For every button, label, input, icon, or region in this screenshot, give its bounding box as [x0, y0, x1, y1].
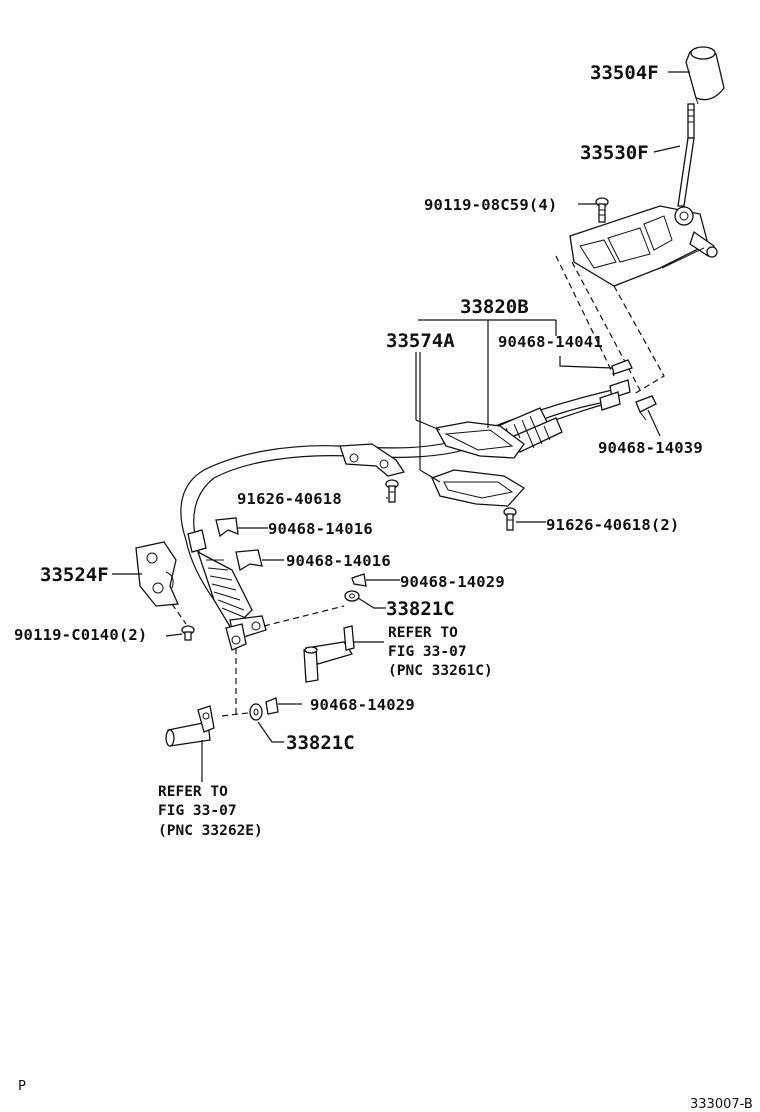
label-refer-upper-line3: (PNC 33261C) — [388, 663, 493, 679]
label-90119-c0140: 90119-C0140(2) — [14, 626, 147, 644]
retainer-14029-upper-drawing — [351, 573, 367, 587]
corner-mark: P — [18, 1079, 26, 1094]
label-90468-14016-a: 90468-14016 — [268, 520, 373, 538]
label-33524f: 33524F — [40, 564, 109, 586]
label-refer-lower-line2: FIG 33-07 — [158, 803, 237, 819]
retainer-14041-drawing — [611, 359, 633, 375]
bolt-91626-40618-drawing — [385, 479, 399, 503]
label-91626-40618-2: 91626-40618(2) — [546, 516, 679, 534]
leader-lines — [112, 71, 690, 782]
cable-bracket-drawing — [431, 421, 526, 507]
label-90468-14029-a: 90468-14029 — [400, 573, 505, 591]
bolt-90119-08c59-drawing — [595, 197, 609, 223]
washer-33821c-upper-drawing — [344, 590, 360, 602]
transmission-control-cable-drawing — [180, 379, 631, 651]
label-refer-lower-line1: REFER TO — [158, 784, 228, 800]
label-refer-upper-line2: FIG 33-07 — [388, 644, 467, 660]
retainer-14039-drawing — [635, 395, 657, 421]
label-33821c-a: 33821C — [386, 598, 455, 620]
label-33504f: 33504F — [590, 62, 659, 84]
label-90468-14016-b: 90468-14016 — [286, 552, 391, 570]
label-91626-40618: 91626-40618 — [237, 490, 342, 508]
shift-lever-drawing — [677, 103, 695, 207]
label-33820b: 33820B — [460, 296, 529, 318]
transmission-shift-lever-drawing — [303, 625, 355, 683]
clip-14016-b-drawing — [235, 549, 263, 572]
label-90468-14039: 90468-14039 — [598, 439, 703, 457]
label-33574a: 33574A — [386, 330, 455, 352]
shift-knob-drawing — [685, 46, 725, 105]
clip-14016-a-drawing — [215, 517, 239, 538]
label-90468-14041: 90468-14041 — [498, 333, 603, 351]
washer-33821c-lower-drawing — [249, 703, 263, 721]
label-90119-08c59: 90119-08C59(4) — [424, 196, 557, 214]
figure-code: 333007-B — [690, 1097, 753, 1112]
label-33530f: 33530F — [580, 142, 649, 164]
shift-lever-base-drawing — [569, 205, 718, 287]
transmission-select-lever-drawing — [165, 705, 215, 747]
label-33821c-b: 33821C — [286, 732, 355, 754]
bolt-91626-40618-2-drawing — [503, 507, 517, 531]
retainer-14029-lower-drawing — [265, 697, 279, 715]
bolt-90119-c0140-drawing — [171, 603, 195, 641]
label-refer-upper-line1: REFER TO — [388, 625, 458, 641]
label-90468-14029-b: 90468-14029 — [310, 696, 415, 714]
cable-support-bracket-drawing — [135, 541, 179, 607]
label-refer-lower-line3: (PNC 33262E) — [158, 823, 263, 839]
